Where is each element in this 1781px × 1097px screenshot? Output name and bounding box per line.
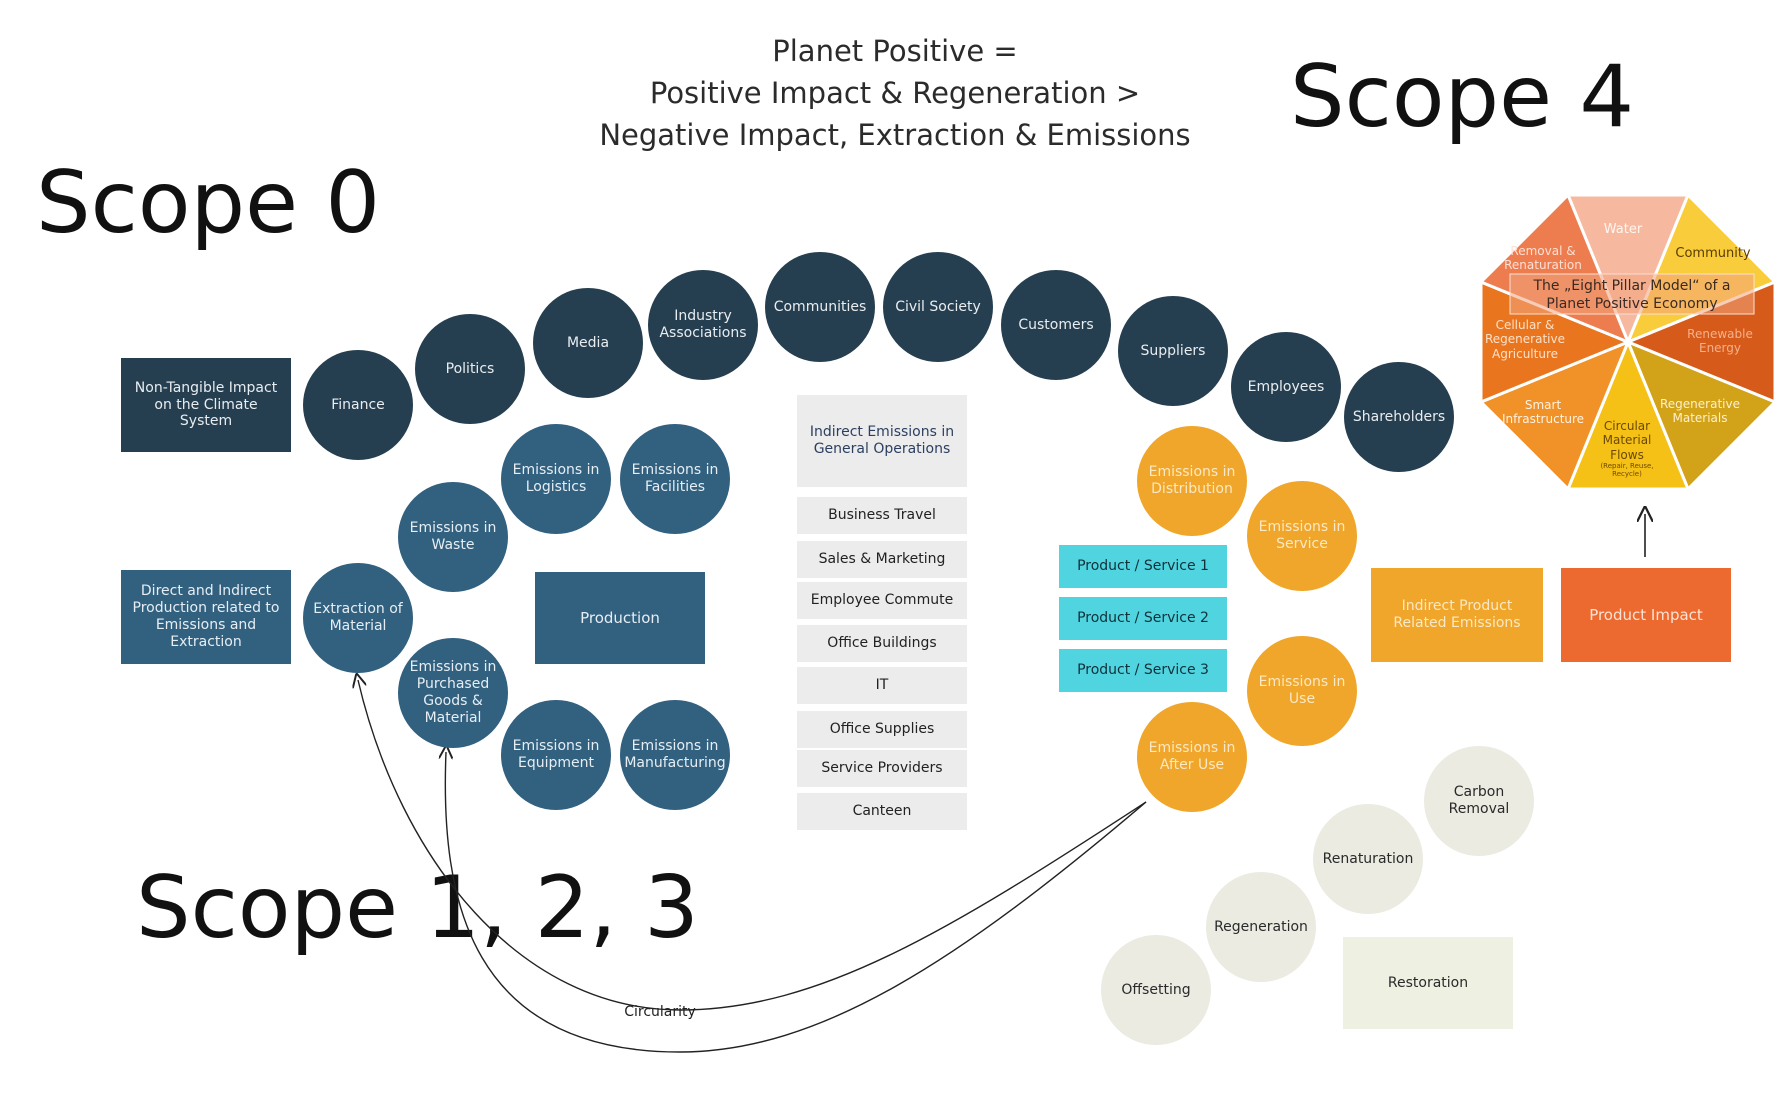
indirect-item-service-providers: Service Providers [797,750,967,787]
pillar-circular-sub-label: (Repair, Reuse, Recycle) [1600,462,1654,478]
emissions-in-service: Emissions in Service [1247,481,1357,591]
title-line-3: Negative Impact, Extraction & Emissions [599,118,1191,152]
stakeholder-media: Media [533,288,643,398]
stakeholder-industry-associations: Industry Associations [648,270,758,380]
scope-123-label: Scope 1, 2, 3 [136,858,699,958]
pillar-removal-label: Removal & Renaturation [1504,244,1582,273]
eight-pillar-octagon [1478,192,1778,492]
title-line-1: Planet Positive = [772,34,1018,68]
non-tangible-box: Non-Tangible Impact on the Climate Syste… [121,358,291,452]
indirect-item-employee-commute: Employee Commute [797,582,967,619]
renaturation-circle: Renaturation [1313,804,1423,914]
indirect-item-sales-marketing: Sales & Marketing [797,541,967,578]
stakeholder-civil-society: Civil Society [883,252,993,362]
emissions-in-logistics: Emissions in Logistics [501,424,611,534]
extraction-of-material: Extraction of Material [303,563,413,673]
title-line-2: Positive Impact & Regeneration > [649,76,1141,110]
pillar-water-label: Water [1603,222,1643,237]
indirect-product-emissions-box: Indirect Product Related Emissions [1371,568,1543,662]
emissions-in-use: Emissions in Use [1247,636,1357,746]
indirect-item-canteen: Canteen [797,793,967,830]
octagon-caption-box [1509,273,1755,315]
scope-0-label: Scope 0 [36,153,381,253]
emissions-in-equipment: Emissions in Equipment [501,700,611,810]
emissions-in-waste: Emissions in Waste [398,482,508,592]
indirect-emissions-header: Indirect Emissions in General Operations [797,395,967,487]
production-box: Production [535,572,705,664]
emissions-in-distribution: Emissions in Distribution [1137,426,1247,536]
stakeholder-suppliers: Suppliers [1118,296,1228,406]
circularity-curve-outer [358,680,1147,1011]
stakeholder-communities: Communities [765,252,875,362]
product-service-2: Product / Service 2 [1059,597,1227,640]
stakeholder-politics: Politics [415,314,525,424]
indirect-item-office-buildings: Office Buildings [797,625,967,662]
product-service-1: Product / Service 1 [1059,545,1227,588]
offsetting-circle: Offsetting [1101,935,1211,1045]
direct-indirect-box: Direct and Indirect Production related t… [121,570,291,664]
emissions-in-after-use: Emissions in After Use [1137,702,1247,812]
octagon-caption: The „Eight Pillar Model“ of a Planet Pos… [1533,278,1731,312]
stakeholder-customers: Customers [1001,270,1111,380]
pillar-smart-label: Smart Infrastructure [1501,398,1585,427]
circularity-curve-inner [445,752,1147,1053]
indirect-item-business-travel: Business Travel [797,497,967,534]
emissions-in-facilities: Emissions in Facilities [620,424,730,534]
product-service-3: Product / Service 3 [1059,649,1227,692]
pillar-circular-label: Circular Material Flows [1602,419,1652,462]
stakeholder-finance: Finance [303,350,413,460]
pillar-regenerative-label: Regenerative Materials [1660,397,1740,426]
product-impact-box: Product Impact [1561,568,1731,662]
carbon-removal-circle: Carbon Removal [1424,746,1534,856]
stakeholder-employees: Employees [1231,332,1341,442]
stakeholder-shareholders: Shareholders [1344,362,1454,472]
pillar-community-label: Community [1675,246,1751,261]
emissions-in-purchased-goods: Emissions in Purchased Goods & Material [398,638,508,748]
circularity-label: Circularity [624,1004,696,1020]
regeneration-circle: Regeneration [1206,872,1316,982]
scope-4-label: Scope 4 [1290,47,1635,147]
indirect-item-office-supplies: Office Supplies [797,711,967,748]
emissions-in-manufacturing: Emissions in Manufacturing [620,700,730,810]
restoration-box: Restoration [1343,937,1513,1029]
indirect-item-it: IT [797,667,967,704]
pillar-cellular-label: Cellular & Regenerative Agriculture [1485,318,1565,361]
pillar-renewable-label: Renewable Energy [1687,327,1753,356]
